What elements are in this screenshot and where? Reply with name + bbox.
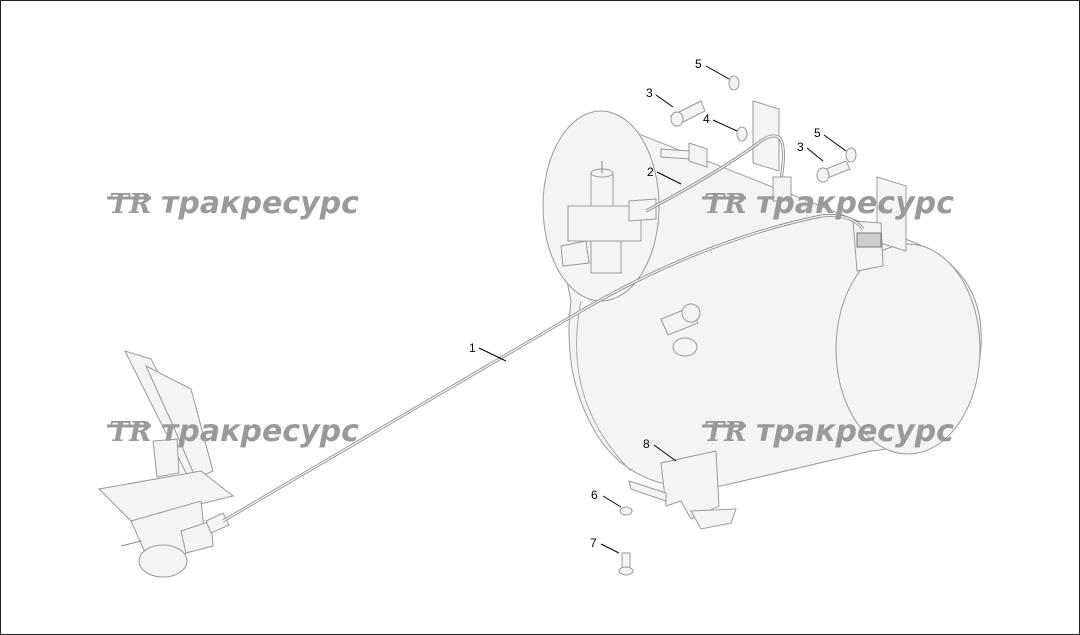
callout-5-right: 5	[814, 126, 821, 140]
tank-brackets	[752, 100, 907, 252]
callout-3-right: 3	[797, 140, 804, 154]
callout-6: 6	[591, 488, 598, 502]
brake-tube-long	[222, 214, 865, 523]
leader-lines	[478, 65, 847, 554]
watermark-top-left: TR тракресурс	[107, 186, 359, 221]
watermark-text: тракресурс	[756, 186, 954, 221]
mounting-bracket	[628, 450, 737, 530]
watermark-logo: TR	[109, 417, 152, 448]
watermark-text: тракресурс	[756, 414, 954, 449]
callout-1: 1	[469, 341, 476, 355]
brake-pedal-assembly	[97, 350, 235, 578]
watermark-logo: TR	[109, 189, 152, 220]
callout-2: 2	[647, 165, 654, 179]
callout-5-upper: 5	[695, 57, 702, 71]
watermark-text: тракресурс	[161, 414, 359, 449]
watermark-top-right: TR тракресурс	[702, 186, 954, 221]
watermark-bottom-left: TR тракресурс	[107, 414, 359, 449]
callout-3-upper: 3	[646, 86, 653, 100]
watermark-logo: TR	[704, 417, 747, 448]
callout-labels: 1 2 3 3 4 5 5 6 7 8	[469, 57, 821, 550]
callout-4: 4	[703, 112, 710, 126]
watermark-text: тракресурс	[161, 186, 359, 221]
brake-tube-short	[645, 134, 792, 213]
watermark-bottom-right: TR тракресурс	[702, 414, 954, 449]
callout-8: 8	[643, 437, 650, 451]
callout-7: 7	[590, 536, 597, 550]
loose-fasteners	[618, 75, 857, 576]
regulator-valve	[560, 161, 657, 274]
tank-fittings	[660, 142, 884, 357]
watermark-logo: TR	[704, 189, 747, 220]
